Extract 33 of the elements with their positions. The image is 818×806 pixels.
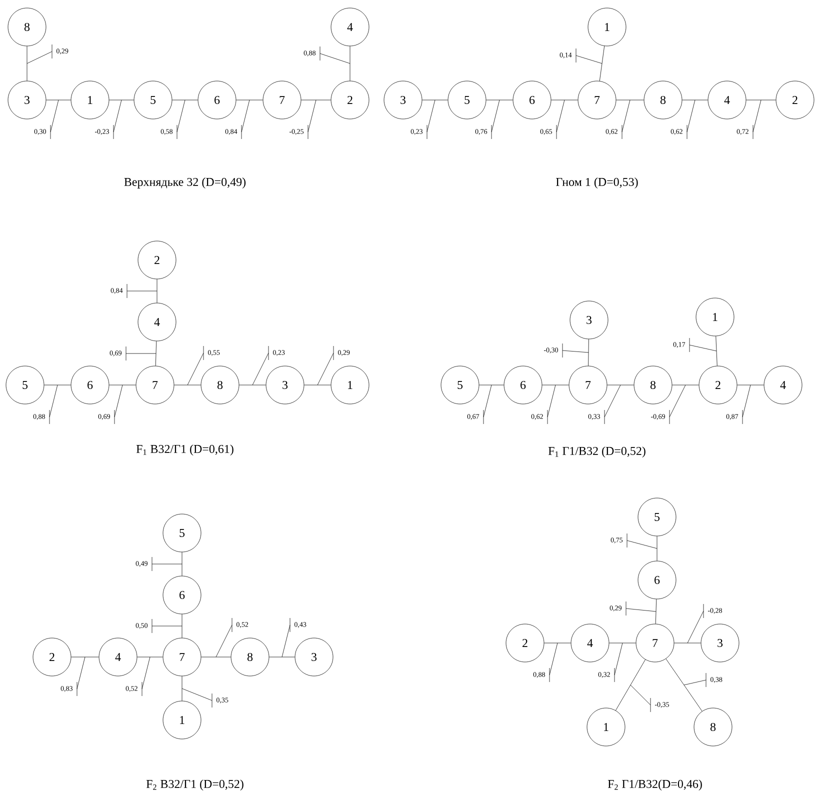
connector-line xyxy=(156,279,158,303)
connector-line xyxy=(26,46,28,81)
panel-caption: F$_{1}$ Г1/В32 (D=0,52) xyxy=(548,446,646,458)
connector-line xyxy=(737,384,764,386)
connector-line xyxy=(44,384,71,386)
connector-line xyxy=(607,384,634,386)
connector-line xyxy=(655,599,657,624)
panel-caption: F$_{1}$ В32/Г1 (D=0,61) xyxy=(136,444,234,456)
connector-line xyxy=(656,536,658,561)
panel-caption: F$_{2}$ В32/Г1 (D=0,52) xyxy=(146,780,244,790)
connector-line xyxy=(544,642,571,644)
panel-caption: Гном 1 (D=0,53) xyxy=(556,178,638,188)
panel-caption: Верхнядьке 32 (D=0,49) xyxy=(124,178,246,188)
connector-line xyxy=(137,656,163,658)
connector-line xyxy=(542,384,569,386)
connector-line xyxy=(672,384,699,386)
connector-line xyxy=(239,384,266,386)
connector-line xyxy=(588,339,589,366)
connector-line xyxy=(609,642,636,644)
connector-line xyxy=(716,336,718,366)
connector-line xyxy=(599,46,605,82)
connector-line xyxy=(71,656,99,658)
connector-line xyxy=(109,384,136,386)
connector-line xyxy=(674,642,701,644)
connector-line xyxy=(174,384,201,386)
connector-line xyxy=(201,656,231,658)
connector-line xyxy=(269,656,295,658)
connector-line xyxy=(615,659,646,711)
connector-line xyxy=(304,384,331,386)
connector-line xyxy=(479,384,504,386)
connector-line xyxy=(666,658,702,712)
panel-caption: F$_{2}$ Г1/В32(D=0,46) xyxy=(608,780,702,790)
connector-line xyxy=(155,341,157,366)
